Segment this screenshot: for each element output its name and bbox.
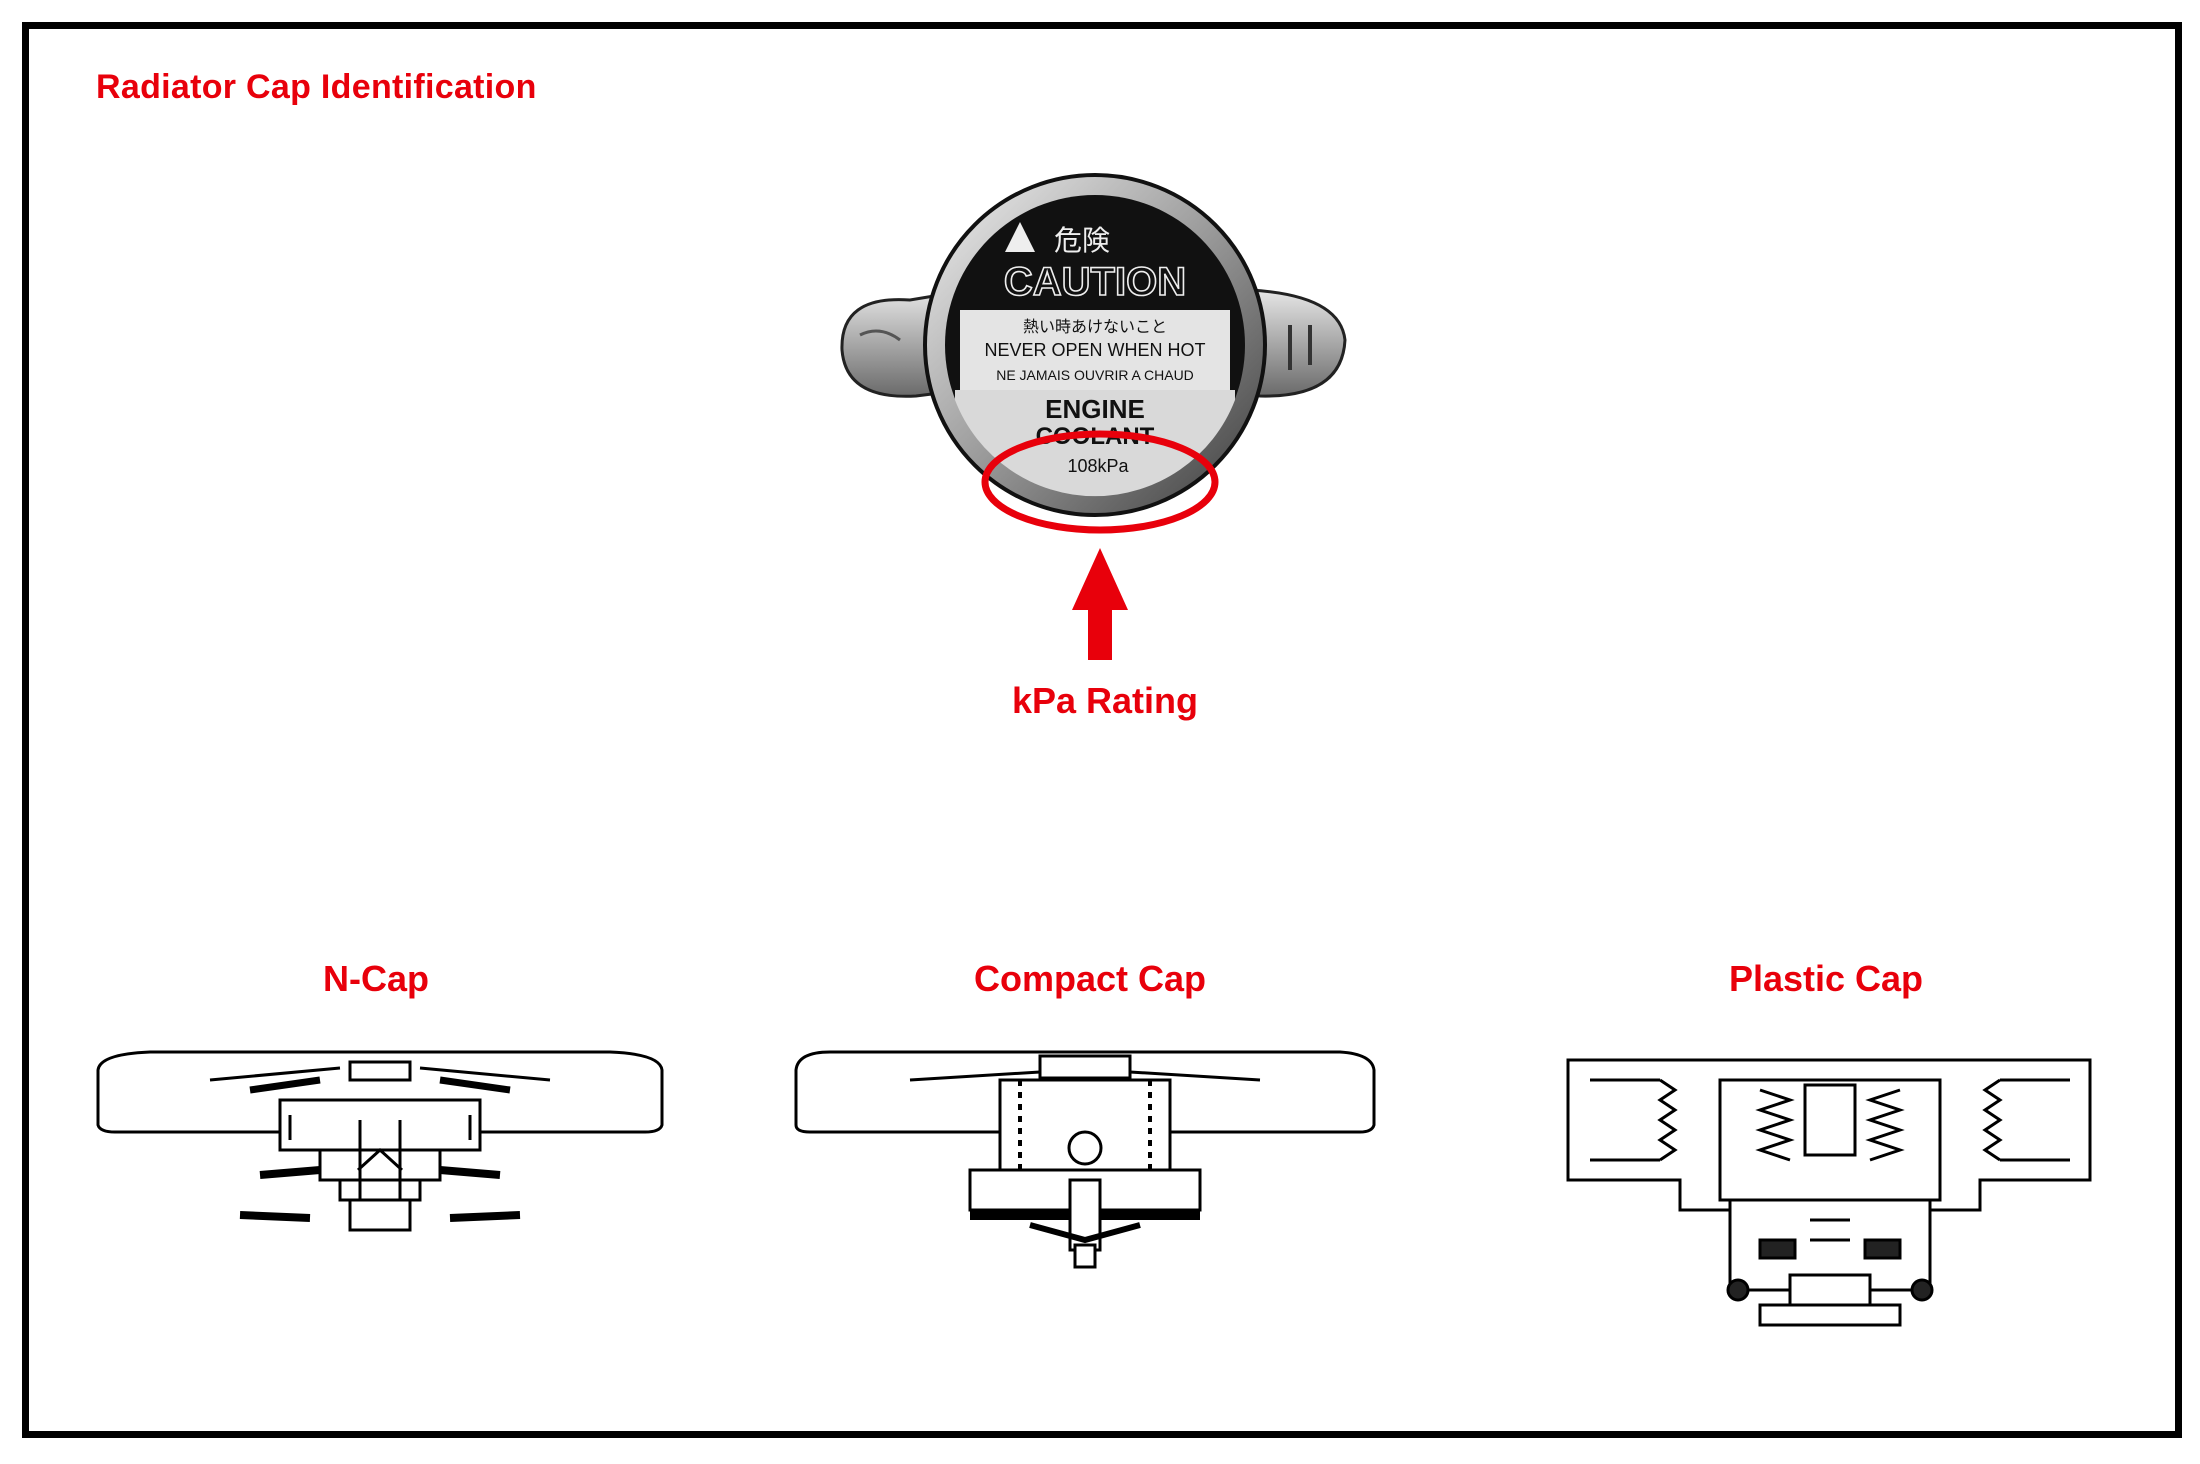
compact-cap-drawing bbox=[794, 1050, 1376, 1269]
cap-rating: 108kPa bbox=[1067, 456, 1129, 476]
cap-line-en: NEVER OPEN WHEN HOT bbox=[984, 340, 1205, 360]
plastic-cap-label: Plastic Cap bbox=[1728, 958, 1924, 999]
cap-line-fr: NE JAMAIS OUVRIR A CHAUD bbox=[996, 367, 1194, 383]
n-cap-drawing bbox=[96, 1050, 664, 1232]
cap-warning-jp: 危険 bbox=[1054, 224, 1110, 257]
up-arrow-icon bbox=[1072, 548, 1128, 660]
figure-title: Radiator Cap Identification bbox=[96, 68, 537, 106]
plastic-cap-drawing bbox=[1566, 1058, 2092, 1327]
rating-highlight-ellipse bbox=[981, 430, 1219, 534]
n-cap-label: N-Cap bbox=[323, 958, 429, 999]
warning-triangle-icon bbox=[1005, 222, 1035, 252]
cap-caution: CAUTION bbox=[1004, 260, 1186, 304]
radiator-cap-photo: 危険 CAUTION 熱い時あけないこと NEVER OPEN WHEN HOT… bbox=[840, 173, 1347, 534]
kpa-rating-label: kPa Rating bbox=[1011, 680, 1199, 721]
cap-line-jp: 熱い時あけないこと bbox=[1023, 317, 1167, 336]
cap-engine: ENGINE bbox=[1045, 394, 1145, 424]
compact-cap-label: Compact Cap bbox=[973, 958, 1207, 999]
